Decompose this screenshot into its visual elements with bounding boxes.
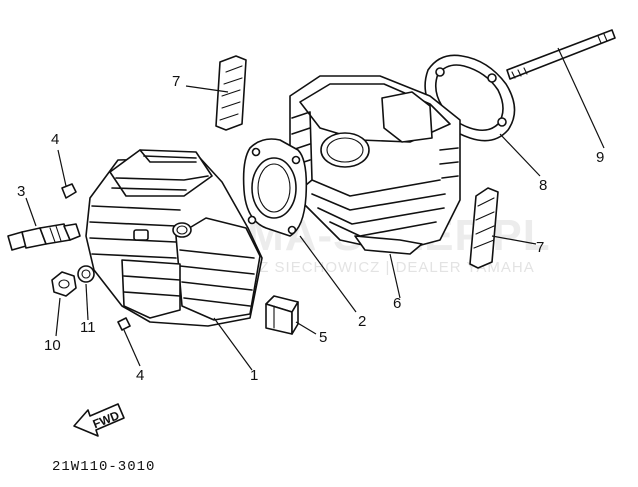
callout-8: 8 <box>539 177 547 194</box>
damper-strip-part-7-lower <box>469 187 499 269</box>
callout-3: 3 <box>17 183 25 200</box>
callout-2: 2 <box>358 313 366 330</box>
head-gasket-part-2 <box>242 138 308 237</box>
dowel-pin-part-4-upper <box>61 183 77 199</box>
watermark-dealer: ŁUKASZ SIECHOWICZ | DEALER YAMAHA <box>205 259 535 276</box>
damper-part-5 <box>265 295 299 335</box>
leader-lines <box>25 47 605 371</box>
callout-11: 11 <box>80 319 96 336</box>
callout-1: 1 <box>250 367 258 384</box>
damper-strip-part-7-upper <box>215 55 247 131</box>
callout-9: 9 <box>596 149 604 166</box>
callout-5: 5 <box>319 329 327 346</box>
spark-plug-part-3 <box>7 223 81 251</box>
callout-labels: 7 4 3 9 8 7 6 2 5 1 4 10 11 <box>17 73 604 384</box>
fwd-arrow-icon: FWD <box>73 403 125 437</box>
cylinder-head-part-1 <box>85 149 263 327</box>
nut-part-10 <box>51 271 77 297</box>
callout-6: 6 <box>393 295 401 312</box>
callout-7-lower: 7 <box>536 239 544 256</box>
washer-part-11 <box>77 265 95 283</box>
callout-7-upper: 7 <box>172 73 180 90</box>
callout-10: 10 <box>44 337 61 354</box>
dowel-pin-part-4-lower <box>117 317 131 331</box>
cylinder-part-6 <box>289 75 461 255</box>
drawing-code: 21W110-3010 <box>52 459 155 475</box>
callout-4-lower: 4 <box>136 367 144 384</box>
callout-4-upper: 4 <box>51 131 59 148</box>
fwd-label: FWD <box>91 408 122 431</box>
